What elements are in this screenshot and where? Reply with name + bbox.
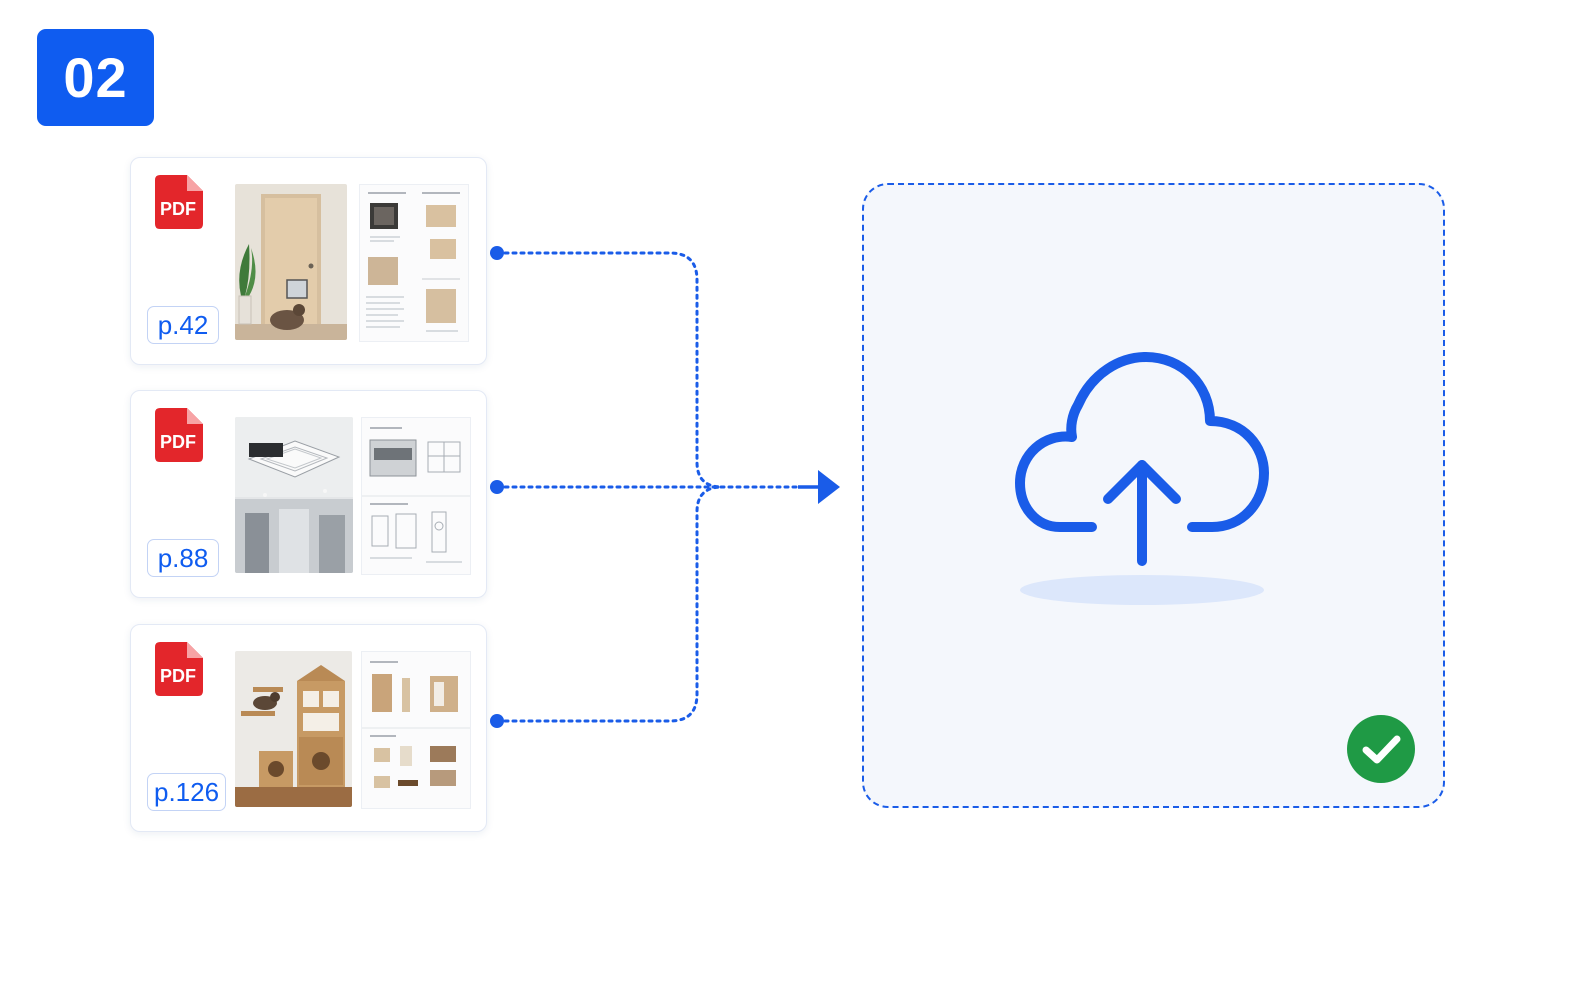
page-number-badge: p.88 (147, 539, 219, 577)
svg-text:PDF: PDF (160, 199, 196, 219)
manual-page-thumbnails (361, 651, 471, 809)
manual-page-thumbnails (361, 417, 471, 575)
connector-dot-2 (490, 480, 504, 494)
ceiling-fan-photo (235, 417, 353, 573)
step-number-badge: 02 (37, 29, 154, 126)
manual-page-thumbnails (359, 184, 469, 342)
svg-text:PDF: PDF (160, 666, 196, 686)
pdf-icon: PDF (155, 642, 203, 696)
document-card-2: PDF (130, 390, 487, 598)
checkmark-circle-icon (1347, 715, 1415, 783)
upload-drop-zone[interactable] (862, 183, 1445, 808)
connector-line-1 (495, 251, 724, 489)
door-photo (235, 184, 347, 340)
pdf-icon: PDF (155, 175, 203, 229)
document-card-3: PDF (130, 624, 487, 832)
connector-dot-3 (490, 714, 504, 728)
svg-text:PDF: PDF (160, 432, 196, 452)
document-card-1: PDF (130, 157, 487, 365)
arrow-head-icon (818, 470, 840, 504)
connector-dot-1 (490, 246, 504, 260)
connector-line-3 (495, 485, 724, 723)
pdf-icon: PDF (155, 408, 203, 462)
cat-tower-photo (235, 651, 352, 807)
page-number-badge: p.42 (147, 306, 219, 344)
cloud-upload-icon (1015, 352, 1269, 605)
page-number-badge: p.126 (147, 773, 227, 811)
